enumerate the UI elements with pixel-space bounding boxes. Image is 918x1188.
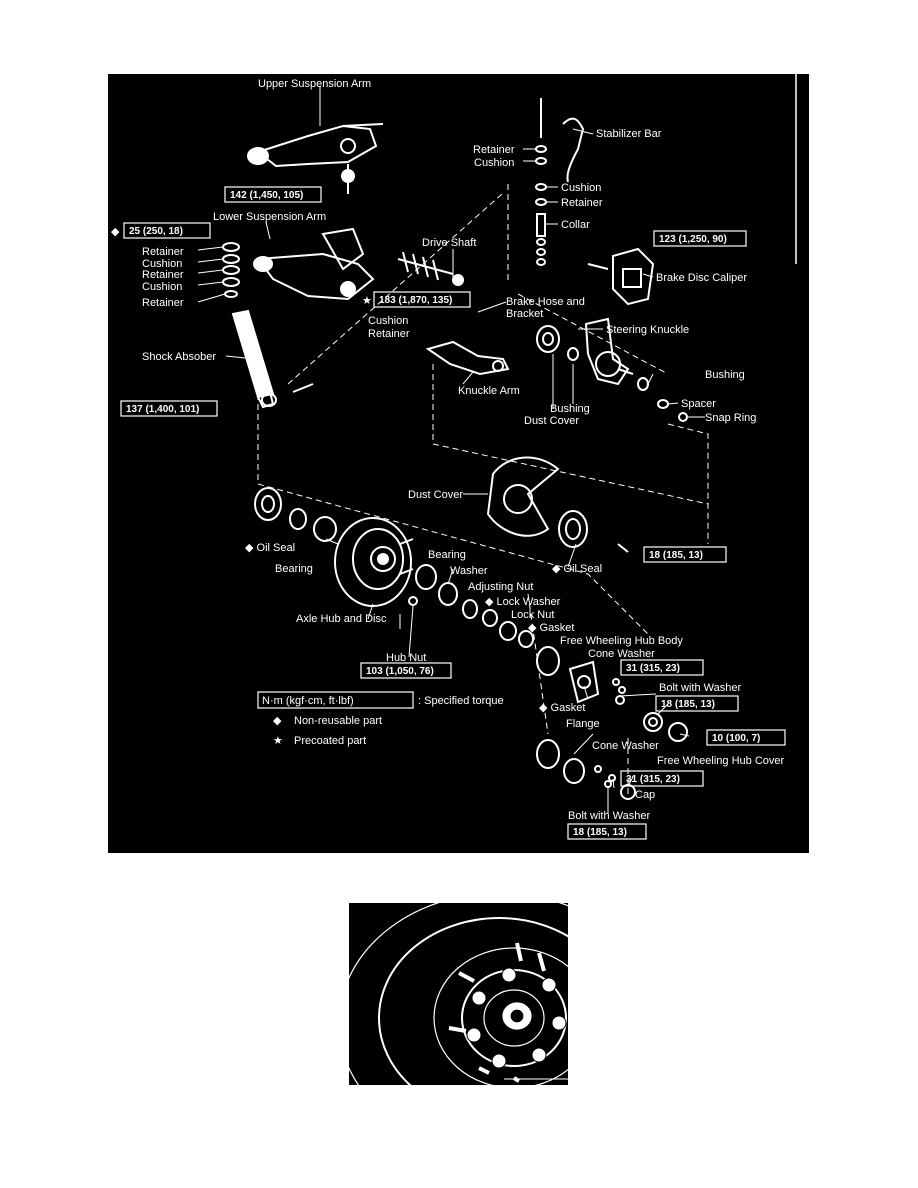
upper-suspension-arm-part [247,123,384,194]
label-bushing-left: Bushing [550,403,590,415]
label-cone-washer-bottom: Cone Washer [592,740,659,752]
label-spacer: Spacer [681,398,716,410]
torque-103: 103 (1,050, 76) [366,666,434,677]
label-gasket-bottom: ◆ Gasket [539,702,585,714]
exploded-diagram: Upper Suspension Arm Stabilizer Bar Reta… [108,74,809,853]
knuckle-arm-part [425,340,510,376]
outer-oil-seal-part [558,510,629,553]
label-hub-nut: Hub Nut [386,652,426,664]
torque-18-b: 18 (185, 13) [573,827,627,838]
torque-boxes [120,186,786,840]
label-cushion-2: Cushion [142,281,182,293]
label-retainer-1: Retainer [142,246,184,258]
label-bolt-washer-top: Bolt with Washer [659,682,741,694]
legend-unit: N·m (kgf·cm, ft·lbf) [262,695,354,707]
label-brake-disc-caliper: Brake Disc Caliper [656,272,747,284]
label-lower-suspension-arm: Lower Suspension Arm [213,211,326,223]
legend-non-reusable: Non-reusable part [294,715,382,727]
torque-123: 123 (1,250, 90) [659,234,727,245]
label-retainer-3: Retainer [142,297,184,309]
brake-caliper-part [587,247,655,306]
label-cushion-lower: Cushion [368,315,408,327]
label-shock-absober: Shock Absober [142,351,216,363]
label-lock-nut: Lock Nut [511,609,554,621]
label-cap: Cap [635,789,655,801]
free-wheeling-hub-parts [536,646,688,800]
star-icon: ★ [362,295,372,307]
label-oil-seal-left: ◆ Oil Seal [245,542,295,554]
leader-lines [197,86,705,814]
label-retainer-lower: Retainer [368,328,410,340]
label-dust-cover-small: Dust Cover [524,415,579,427]
label-axle-hub-disc: Axle Hub and Disc [296,613,387,625]
label-retainer-2: Retainer [142,269,184,281]
hub-photo-svg [338,892,660,1154]
label-brake-hose-2: Bracket [506,308,543,320]
axle-hub-disc-part [334,517,414,607]
diamond-icon: ◆ [111,226,120,238]
diagram-svg: Upper Suspension Arm Stabilizer Bar Reta… [111,74,797,840]
steering-knuckle-part [584,317,634,386]
torque-137: 137 (1,400, 101) [126,404,199,415]
legend-precoated: Precoated part [294,735,366,747]
torque-183: 183 (1,870, 135) [379,295,452,306]
diamond-icon: ◆ [539,702,548,714]
legend: N·m (kgf·cm, ft·lbf) : Specified torque … [257,691,504,747]
diamond-icon: ◆ [273,715,282,727]
star-icon: ★ [273,735,283,747]
drive-shaft-part [397,251,464,286]
label-bolt-washer-bottom: Bolt with Washer [568,810,650,822]
diamond-icon: ◆ [552,563,561,575]
label-bearing-right: Bearing [428,549,466,561]
torque-18-seal: 18 (185, 13) [649,550,703,561]
label-upper-suspension-arm: Upper Suspension Arm [258,78,371,90]
label-washer: Washer [450,565,488,577]
lower-suspension-arm-part [253,227,375,301]
label-fw-hub-body: Free Wheeling Hub Body [560,635,683,647]
label-lock-washer: ◆ Lock Washer [485,596,561,608]
label-fw-hub-cover: Free Wheeling Hub Cover [657,755,785,767]
legend-specified: : Specified torque [418,695,504,707]
label-cushion-top: Cushion [474,157,514,169]
label-stabilizer-bar: Stabilizer Bar [596,128,662,140]
label-knuckle-arm: Knuckle Arm [458,385,520,397]
label-adjusting-nut: Adjusting Nut [468,581,533,593]
label-steering-knuckle: Steering Knuckle [606,324,689,336]
torque-31-a: 31 (315, 23) [626,663,680,674]
torque-10: 10 (100, 7) [712,733,760,744]
diamond-icon: ◆ [245,542,254,554]
label-brake-hose-1: Brake Hose and [506,296,585,308]
hub-photo [338,892,660,1154]
torque-18-a: 18 (185, 13) [661,699,715,710]
label-cushion-1: Cushion [142,258,182,270]
label-flange: Flange [566,718,600,730]
label-dust-cover: Dust Cover [408,489,463,501]
label-bushing-right: Bushing [705,369,745,381]
label-gasket-top: ◆ Gasket [528,622,574,634]
dust-cover-part [486,456,560,537]
outer-bearing-nut-parts [408,564,534,648]
label-collar: Collar [561,219,590,231]
label-cone-washer-top: Cone Washer [588,648,655,660]
label-bearing-left: Bearing [275,563,313,575]
label-drive-shaft: Drive Shaft [422,237,476,249]
inner-seal-bearing-parts [254,487,337,542]
label-snap-ring: Snap Ring [705,412,756,424]
torque-25: 25 (250, 18) [129,226,183,237]
diamond-icon: ◆ [485,596,494,608]
shock-absorber-part [222,242,314,409]
torque-142: 142 (1,450, 105) [230,190,303,201]
label-cushion-stab: Cushion [561,182,601,194]
diamond-icon: ◆ [528,622,537,634]
label-oil-seal-right: ◆ Oil Seal [552,563,602,575]
label-retainer-top: Retainer [473,144,515,156]
label-retainer-stab: Retainer [561,197,603,209]
torque-31-b: 31 (315, 23) [626,774,680,785]
